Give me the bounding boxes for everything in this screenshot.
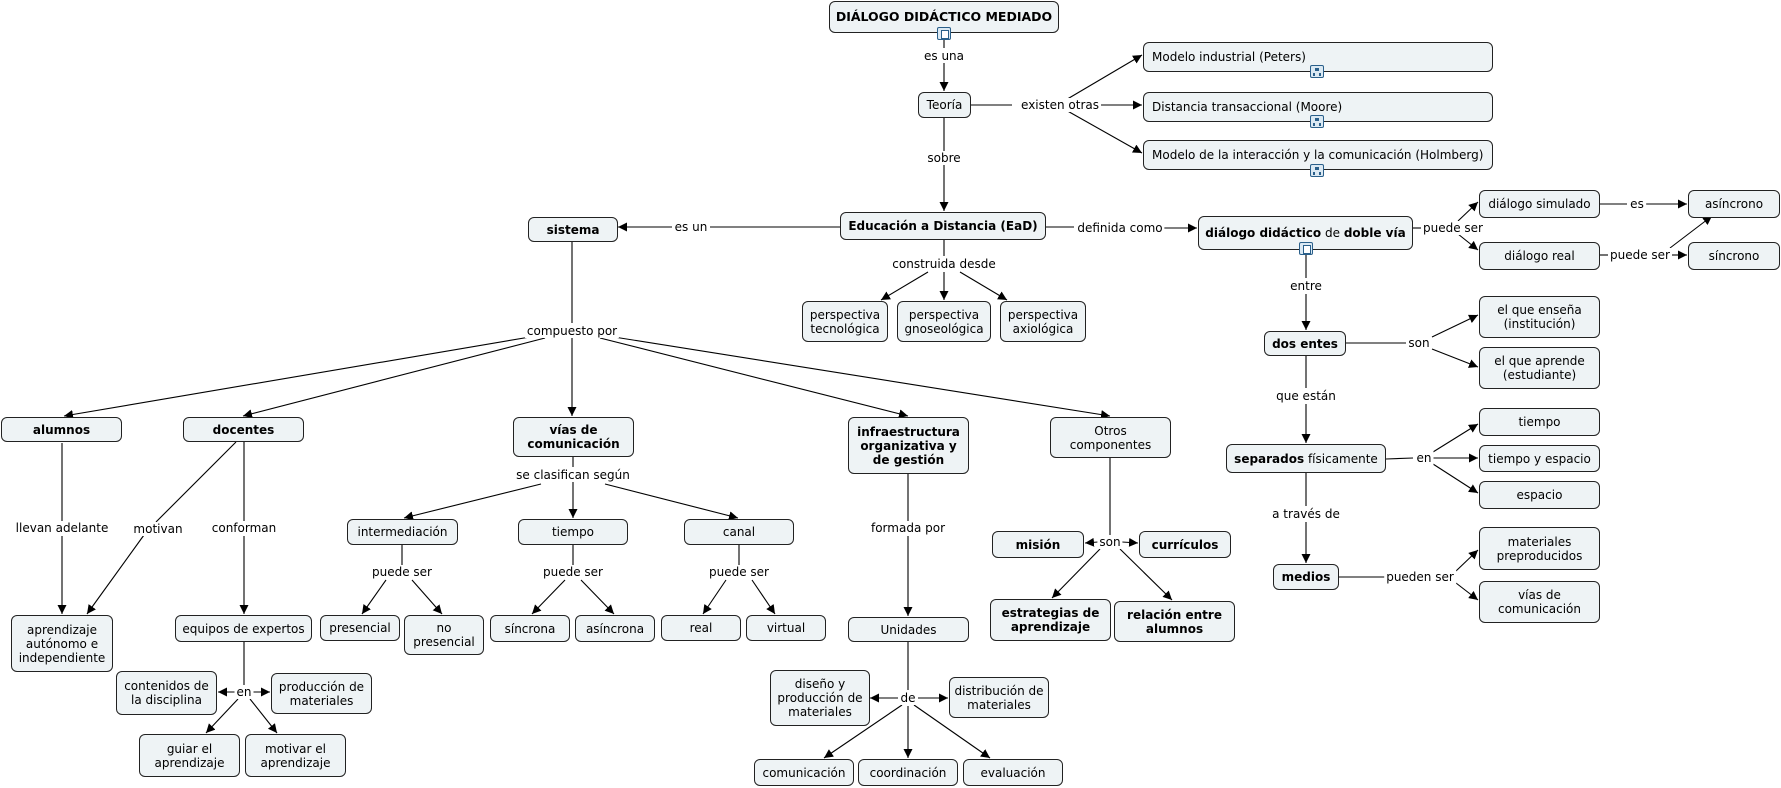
concept-estrategias-aprendizaje[interactable]: estrategias de aprendizaje <box>990 599 1111 641</box>
link-puede-ser-dialogo: puede ser <box>1421 221 1485 235</box>
link-de: de <box>898 691 918 705</box>
concept-materiales-preproducidos[interactable]: materiales preproducidos <box>1479 527 1600 570</box>
link-puede-ser-canal: puede ser <box>707 565 771 579</box>
concept-el-que-ensena[interactable]: el que enseña (institución) <box>1479 296 1600 338</box>
link-es-una: es una <box>921 49 967 63</box>
link-es: es <box>1628 197 1646 211</box>
concept-map-icon[interactable] <box>1310 164 1324 177</box>
concept-asincrona[interactable]: asíncrona <box>575 615 655 642</box>
link-formada-por: formada por <box>868 521 948 535</box>
link-llevan-adelante: llevan adelante <box>13 521 111 535</box>
separados-label-a: separados <box>1234 451 1305 466</box>
concept-sistema[interactable]: sistema <box>528 217 618 242</box>
document-icon[interactable] <box>937 27 951 40</box>
concept-espacio[interactable]: espacio <box>1479 481 1600 509</box>
concept-no-presencial[interactable]: no presencial <box>404 615 484 655</box>
concept-sincrono[interactable]: síncrono <box>1688 242 1780 270</box>
dialogo-label-c: doble vía <box>1343 226 1406 240</box>
link-puede-ser-tiempo: puede ser <box>541 565 605 579</box>
concept-dialogo-simulado[interactable]: diálogo simulado <box>1479 190 1600 218</box>
link-entre: entre <box>1288 279 1324 293</box>
concept-coordinacion[interactable]: coordinación <box>858 759 958 786</box>
link-puede-ser-real: puede ser <box>1608 248 1672 262</box>
concept-real-canal[interactable]: real <box>661 615 741 641</box>
concept-vias-de-comunicacion[interactable]: vías de comunicación <box>513 417 634 457</box>
concept-distribucion-materiales[interactable]: distribución de materiales <box>949 677 1049 718</box>
dialogo-label-a: diálogo didáctico <box>1205 226 1322 240</box>
concept-docentes[interactable]: docentes <box>183 417 304 442</box>
separados-label-b: físicamente <box>1304 451 1378 466</box>
concept-vias-comunicacion-medios[interactable]: vías de comunicación <box>1479 581 1600 623</box>
concept-tiempo-y-espacio[interactable]: tiempo y espacio <box>1479 445 1600 472</box>
link-a-traves-de: a través de <box>1270 507 1342 521</box>
concept-separados-fisicamente[interactable]: separados físicamente <box>1226 444 1386 473</box>
concept-canal[interactable]: canal <box>684 519 794 545</box>
link-pueden-ser: pueden ser <box>1384 570 1456 584</box>
link-motivan: motivan <box>131 522 185 536</box>
concept-motivar-aprendizaje[interactable]: motivar el aprendizaje <box>245 734 346 777</box>
concept-evaluacion[interactable]: evaluación <box>963 759 1063 786</box>
link-construida-desde: construida desde <box>890 257 998 271</box>
link-en-separados: en <box>1414 451 1434 465</box>
concept-presencial[interactable]: presencial <box>320 615 400 641</box>
link-se-clasifican-segun: se clasifican según <box>514 468 632 482</box>
concept-relacion-entre-alumnos[interactable]: relación entre alumnos <box>1114 601 1235 642</box>
concept-perspectiva-gnoseologica[interactable]: perspectiva gnoseológica <box>897 301 991 342</box>
concept-mision[interactable]: misión <box>992 531 1084 558</box>
link-existen-otras: existen otras <box>1019 98 1101 112</box>
concept-guiar-aprendizaje[interactable]: guiar el aprendizaje <box>139 734 240 777</box>
link-compuesto-por: compuesto por <box>524 324 620 338</box>
concept-comunicacion[interactable]: comunicación <box>754 759 854 786</box>
concept-map-icon[interactable] <box>1310 115 1324 128</box>
concept-dos-entes[interactable]: dos entes <box>1264 331 1346 356</box>
concept-virtual[interactable]: virtual <box>746 615 826 641</box>
concept-infraestructura[interactable]: infraestructura organizativa y de gestió… <box>848 417 969 474</box>
link-son-componentes: son <box>1097 535 1123 549</box>
concept-map-icon[interactable] <box>1310 65 1324 78</box>
concept-tiempo-vias[interactable]: tiempo <box>518 519 628 545</box>
concept-equipos-de-expertos[interactable]: equipos de expertos <box>175 615 312 642</box>
concept-medios[interactable]: medios <box>1273 564 1339 590</box>
concept-perspectiva-tecnologica[interactable]: perspectiva tecnológica <box>802 301 888 342</box>
concept-tiempo-separados[interactable]: tiempo <box>1479 408 1600 436</box>
concept-asincrono[interactable]: asíncrono <box>1688 190 1780 218</box>
concept-dialogo-didactico-mediado[interactable]: DIÁLOGO DIDÁCTICO MEDIADO <box>829 1 1059 33</box>
link-puede-ser-intermediacion: puede ser <box>370 565 434 579</box>
concept-sincrona[interactable]: síncrona <box>490 615 570 642</box>
concept-el-que-aprende[interactable]: el que aprende (estudiante) <box>1479 347 1600 389</box>
link-son-entes: son <box>1406 336 1432 350</box>
concept-contenidos-disciplina[interactable]: contenidos de la disciplina <box>116 671 217 715</box>
concept-aprendizaje-autonomo[interactable]: aprendizaje autónomo e independiente <box>11 615 113 672</box>
concept-unidades[interactable]: Unidades <box>848 617 969 642</box>
document-icon[interactable] <box>1299 242 1313 255</box>
link-definida-como: definida como <box>1075 221 1165 235</box>
link-en-equipos: en <box>234 685 254 699</box>
link-es-un: es un <box>672 220 710 234</box>
link-conforman: conforman <box>209 521 279 535</box>
concept-perspectiva-axiologica[interactable]: perspectiva axiológica <box>1000 301 1086 342</box>
concept-dialogo-real[interactable]: diálogo real <box>1479 242 1600 270</box>
concept-intermediacion[interactable]: intermediación <box>347 519 458 545</box>
concept-diseno-produccion[interactable]: diseño y producción de materiales <box>770 670 870 726</box>
link-sobre: sobre <box>925 151 963 165</box>
concept-alumnos[interactable]: alumnos <box>1 417 122 442</box>
concept-otros-componentes[interactable]: Otros componentes <box>1050 417 1171 458</box>
concept-educacion-a-distancia[interactable]: Educación a Distancia (EaD) <box>840 212 1046 240</box>
link-que-estan: que están <box>1274 389 1338 403</box>
concept-curriculos[interactable]: currículos <box>1139 531 1231 558</box>
concept-teoria[interactable]: Teoría <box>918 92 971 118</box>
concept-produccion-materiales[interactable]: producción de materiales <box>271 673 372 714</box>
dialogo-label-b: de <box>1321 226 1344 240</box>
